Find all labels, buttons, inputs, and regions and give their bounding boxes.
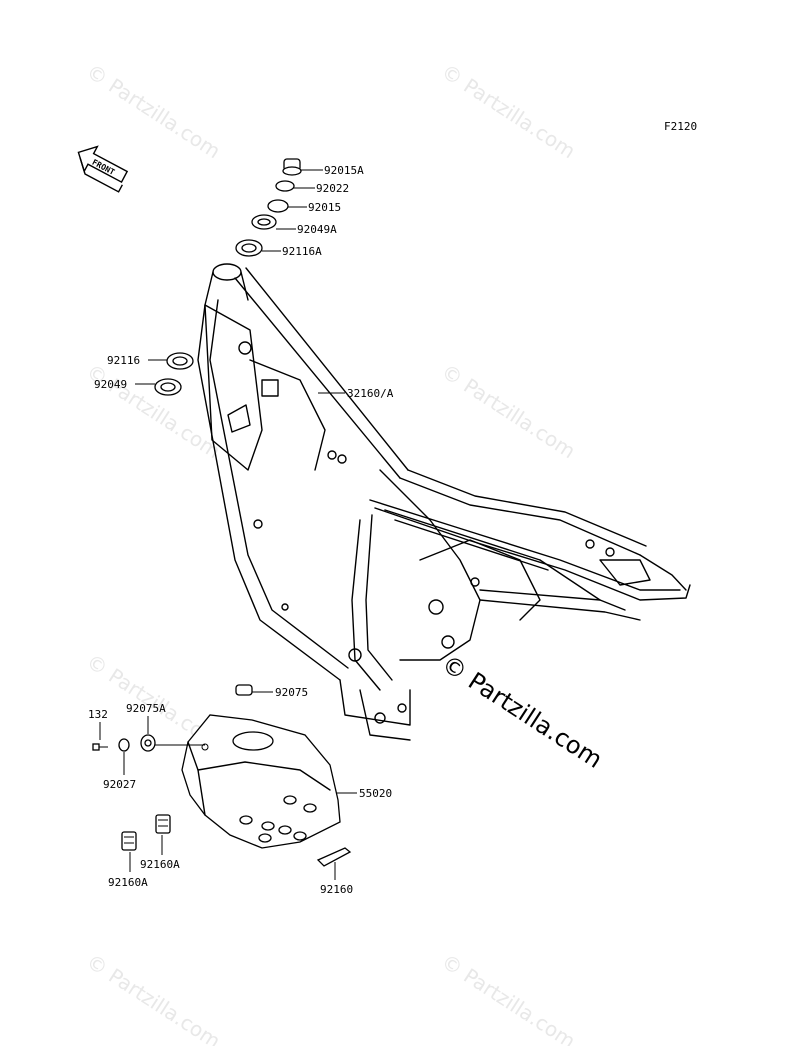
watermark: © Partzilla.com (437, 949, 580, 1046)
figure-code: F2120 (664, 120, 697, 133)
frame-32160A (197, 263, 691, 741)
label-55020: 55020 (359, 787, 392, 800)
bracket-92160 (316, 847, 352, 867)
cap-nut-92015A (282, 158, 302, 176)
label-92049: 92049 (94, 378, 127, 391)
label-92116: 92116 (107, 354, 140, 367)
watermark: © Partzilla.com (437, 59, 580, 163)
bearing-92049A (251, 214, 277, 230)
watermark: © Partzilla.com (82, 949, 225, 1046)
small-hardware (92, 684, 352, 867)
part-labels: 92015A 92022 92015 92049A 92116A 92116 9… (88, 164, 394, 896)
label-92075: 92075 (275, 686, 308, 699)
label-92116A: 92116A (282, 245, 322, 258)
steering-bearing-stack (154, 158, 302, 396)
watermark: © Partzilla.com (437, 359, 580, 463)
bolt-132 (92, 743, 108, 751)
leader-lines (99, 169, 357, 880)
label-92027: 92027 (103, 778, 136, 791)
label-92015A: 92015A (324, 164, 364, 177)
label-92075A: 92075A (126, 702, 166, 715)
washer-92022 (275, 180, 295, 192)
skid-plate-55020 (181, 714, 341, 849)
bearing-race-92116A (235, 239, 263, 257)
label-92160A-lower: 92160A (108, 876, 148, 889)
nut-92015 (267, 199, 289, 213)
partzilla-watermark: © Partzilla.com (437, 650, 608, 774)
label-92160: 92160 (320, 883, 353, 896)
front-arrow-icon: FRONT (77, 145, 129, 193)
label-92022: 92022 (316, 182, 349, 195)
label-92015: 92015 (308, 201, 341, 214)
watermark: © Partzilla.com (82, 59, 225, 163)
spacer-92075A (140, 734, 156, 752)
label-92160A-upper: 92160A (140, 858, 180, 871)
label-32160A: 32160/A (347, 387, 394, 400)
damper-92160A-upper (155, 814, 171, 834)
label-132: 132 (88, 708, 108, 721)
nut-92027 (118, 738, 130, 752)
bearing-race-92116 (166, 352, 194, 370)
damper-92160A-lower (121, 831, 137, 851)
watermark: © Partzilla.com (82, 359, 225, 463)
label-92049A: 92049A (297, 223, 337, 236)
cap-92075 (235, 684, 253, 696)
bearing-92049 (154, 378, 182, 396)
